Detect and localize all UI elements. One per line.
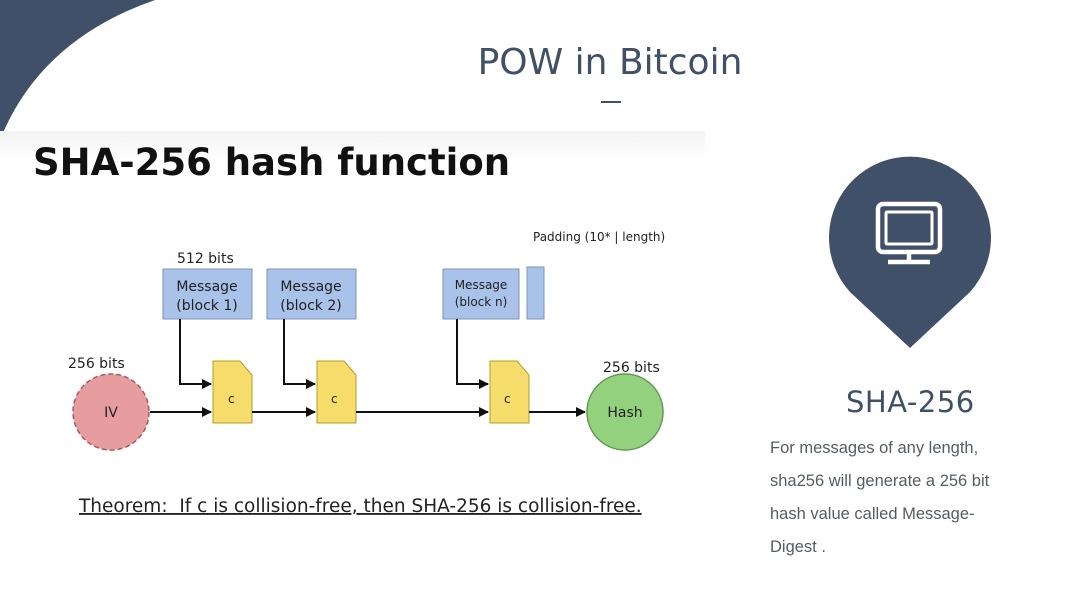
svg-text:(block 1): (block 1) bbox=[176, 298, 237, 314]
theorem-text: Theorem: If c is collision-free, then SH… bbox=[78, 496, 642, 517]
monitor-icon bbox=[875, 201, 943, 265]
iv-bits-label: 256 bits bbox=[68, 356, 125, 372]
svg-text:Message: Message bbox=[455, 278, 508, 292]
svg-text:(block n): (block n) bbox=[455, 295, 508, 309]
corner-decoration bbox=[0, 0, 155, 140]
diagram-heading: SHA-256 hash function bbox=[33, 141, 510, 184]
description-line: Digest . bbox=[770, 538, 826, 556]
compress-box-1: c bbox=[212, 360, 253, 424]
svg-text:c: c bbox=[331, 392, 338, 406]
svg-text:Message: Message bbox=[176, 279, 237, 295]
block-size-label: 512 bits bbox=[177, 251, 234, 267]
svg-text:c: c bbox=[504, 392, 511, 406]
description-line: sha256 will generate a 256 bit bbox=[770, 472, 990, 490]
slide-title: POW in Bitcoin bbox=[477, 42, 743, 83]
hash-bits-label: 256 bits bbox=[603, 360, 660, 376]
svg-text:c: c bbox=[228, 392, 235, 406]
pin-badge bbox=[829, 156, 991, 348]
block-arrows bbox=[179, 319, 489, 389]
message-block-2: Message (block 2) bbox=[266, 268, 357, 320]
svg-text:(block 2): (block 2) bbox=[280, 298, 341, 314]
iv-node: IV bbox=[72, 373, 150, 451]
message-block-1: Message (block 1) bbox=[162, 268, 253, 320]
description-line: For messages of any length, bbox=[770, 439, 979, 457]
sidebar-description: For messages of any length, sha256 will … bbox=[770, 432, 1040, 564]
sidebar-heading: SHA-256 bbox=[846, 385, 975, 419]
svg-text:IV: IV bbox=[104, 405, 118, 421]
description-line: hash value called Message- bbox=[770, 505, 975, 523]
padding-block bbox=[526, 266, 545, 320]
padding-label: Padding (10* | length) bbox=[533, 230, 665, 244]
compress-box-2: c bbox=[316, 360, 357, 424]
compress-box-n: c bbox=[489, 360, 530, 424]
sha256-diagram-image: SHA-256 hash function 512 bits Padding (… bbox=[0, 131, 705, 541]
svg-text:Message: Message bbox=[280, 279, 341, 295]
title-underline bbox=[601, 101, 621, 103]
svg-text:Hash: Hash bbox=[607, 405, 642, 421]
hash-node: Hash bbox=[586, 373, 664, 451]
message-block-n: Message (block n) bbox=[442, 268, 520, 320]
